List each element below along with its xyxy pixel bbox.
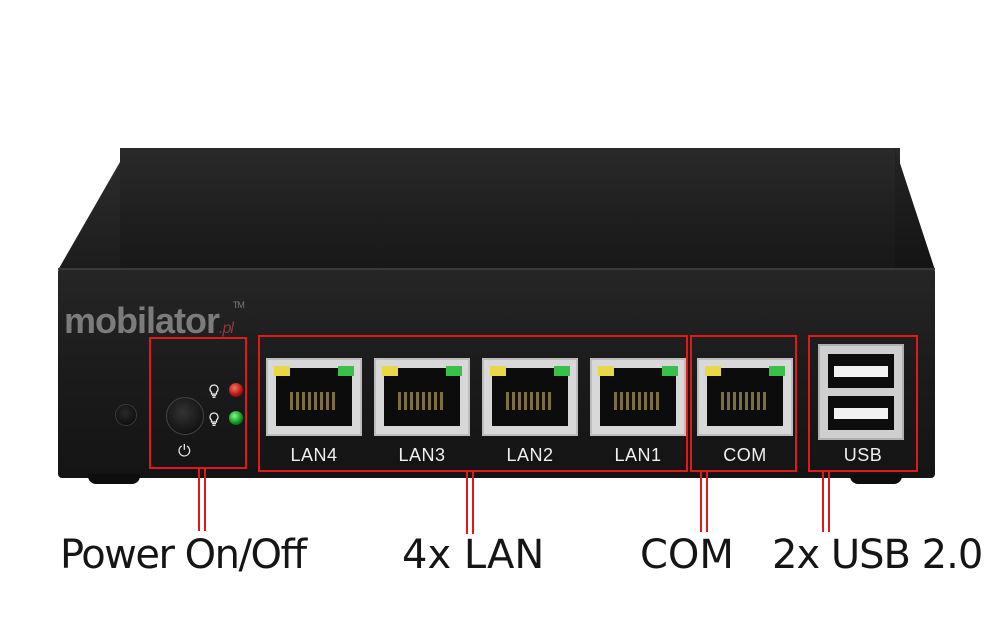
power-icon: ⏻ — [178, 443, 191, 460]
device-top-right-bevel — [895, 148, 935, 270]
lan-leader-line — [466, 472, 474, 534]
usb-caption: 2x USB 2.0 — [772, 532, 983, 578]
lan2-label: LAN2 — [506, 445, 554, 465]
usb-leader-line — [822, 472, 830, 532]
lan-highlight-box — [258, 335, 688, 472]
usb-slot-top — [828, 354, 894, 388]
led-indicator-icon — [206, 411, 222, 430]
device-top-panel — [120, 148, 900, 270]
lan1-label: LAN1 — [614, 445, 662, 465]
lan1-port — [590, 358, 686, 436]
watermark-suffix: .pl — [219, 320, 234, 337]
com-highlight-box — [690, 335, 797, 472]
status-led-green — [229, 411, 243, 425]
com-port — [697, 358, 793, 436]
lan2-port — [482, 358, 578, 436]
device-top-left-bevel — [58, 148, 128, 270]
power-leader-line — [198, 469, 206, 531]
lan-caption: 4x LAN — [402, 532, 545, 578]
reset-button — [115, 404, 137, 426]
lan3-port — [374, 358, 470, 436]
watermark-trademark: TM — [232, 300, 245, 310]
device-front-edge — [58, 268, 935, 270]
status-led-red — [229, 383, 243, 397]
usb-slot-bottom — [828, 396, 894, 430]
usb-label: USB — [843, 445, 883, 465]
watermark-brand: mobilator — [64, 300, 220, 341]
lan4-port — [266, 358, 362, 436]
usb-highlight-box — [808, 335, 918, 472]
com-caption: COM — [640, 532, 734, 578]
lan3-label: LAN3 — [398, 445, 446, 465]
lan4-label: LAN4 — [290, 445, 338, 465]
usb-ports — [818, 344, 904, 440]
brand-watermark: mobilator.pl TM — [64, 300, 245, 342]
device-foot-left — [88, 474, 140, 484]
com-label: COM — [723, 445, 767, 465]
com-leader-line — [700, 472, 708, 532]
led-indicator-icon — [206, 383, 222, 402]
power-button — [166, 397, 204, 435]
device-foot-right — [850, 474, 902, 484]
power-highlight-box — [149, 337, 247, 469]
power-caption: Power On/Off — [60, 532, 307, 578]
